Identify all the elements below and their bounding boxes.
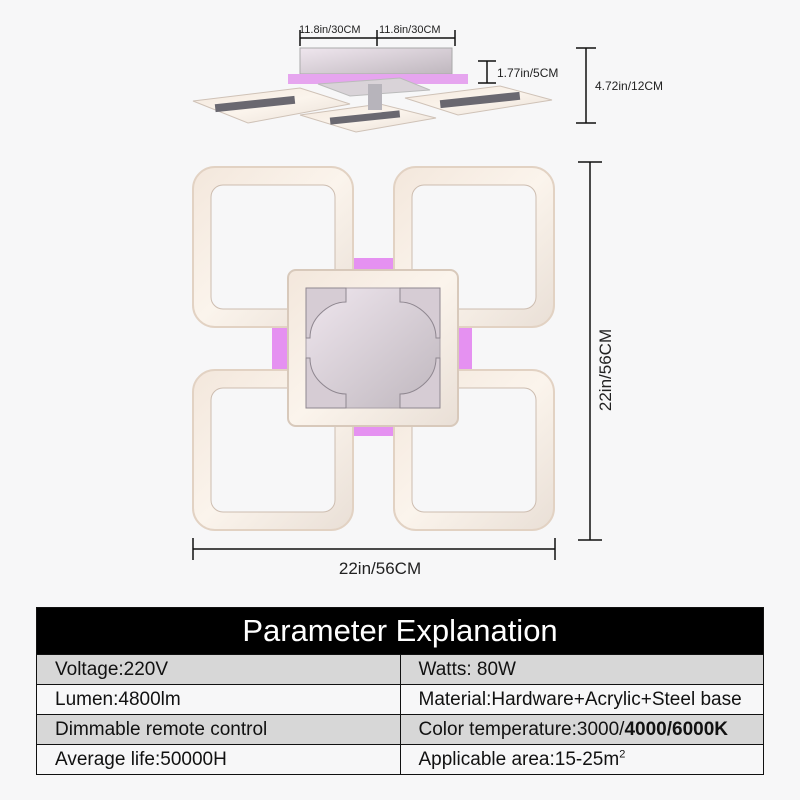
side-stem xyxy=(368,84,382,110)
base-height-lines xyxy=(478,60,496,84)
total-height-lines xyxy=(576,47,596,124)
dim-arm-left-label: 11.8in/30CM xyxy=(299,24,361,36)
dim-total-height-label: 4.72in/12CM xyxy=(595,79,663,93)
table-row: Lumen:4800lm Material:Hardware+Acrylic+S… xyxy=(36,684,764,715)
product-diagram: 11.8in/30CM 11.8in/30CM 1.77in/5CM 4.72i… xyxy=(192,24,663,578)
color-temperature-bold: 4000/6000K xyxy=(624,718,728,740)
param-watts: Watts: 80W xyxy=(399,654,764,685)
top-view xyxy=(192,166,555,531)
side-base xyxy=(299,47,453,75)
table-title: Parameter Explanation xyxy=(36,607,764,655)
applicable-area-sup: 2 xyxy=(619,748,626,761)
parameter-table: Parameter Explanation Voltage:220V Watts… xyxy=(36,607,764,775)
table-row: Voltage:220V Watts: 80W xyxy=(36,654,764,685)
dim-depth-label: 22in/56CM xyxy=(596,329,615,411)
param-color-temperature: Color temperature:3000/4000/6000K xyxy=(399,714,764,745)
param-average-life: Average life:50000H xyxy=(36,744,401,775)
applicable-area-prefix: Applicable area:15-25m xyxy=(418,748,620,770)
param-dimmable: Dimmable remote control xyxy=(36,714,401,745)
width-dimension-lines xyxy=(192,538,556,560)
param-applicable-area: Applicable area:15-25m2 xyxy=(399,744,764,775)
top-dimension-lines xyxy=(299,30,456,46)
center-crystal-corners xyxy=(305,287,441,409)
dim-arm-right-label: 11.8in/30CM xyxy=(379,24,441,36)
depth-dimension-lines xyxy=(578,161,602,541)
table-row: Average life:50000H Applicable area:15-2… xyxy=(36,744,764,775)
center-base-plate xyxy=(305,287,441,409)
side-arm-left-inner xyxy=(214,95,296,113)
color-temperature-prefix: Color temperature:3000/ xyxy=(418,718,625,740)
param-material: Material:Hardware+Acrylic+Steel base xyxy=(399,684,764,715)
dim-base-height-label: 1.77in/5CM xyxy=(497,66,558,80)
dim-width-label: 22in/56CM xyxy=(339,559,421,578)
side-glow-plate xyxy=(288,74,468,84)
side-arm-center-inner xyxy=(329,110,401,125)
side-view xyxy=(192,47,553,133)
param-lumen: Lumen:4800lm xyxy=(36,684,401,715)
side-arm-right-inner xyxy=(439,91,521,109)
param-voltage: Voltage:220V xyxy=(36,654,401,685)
table-row: Dimmable remote control Color temperatur… xyxy=(36,714,764,745)
